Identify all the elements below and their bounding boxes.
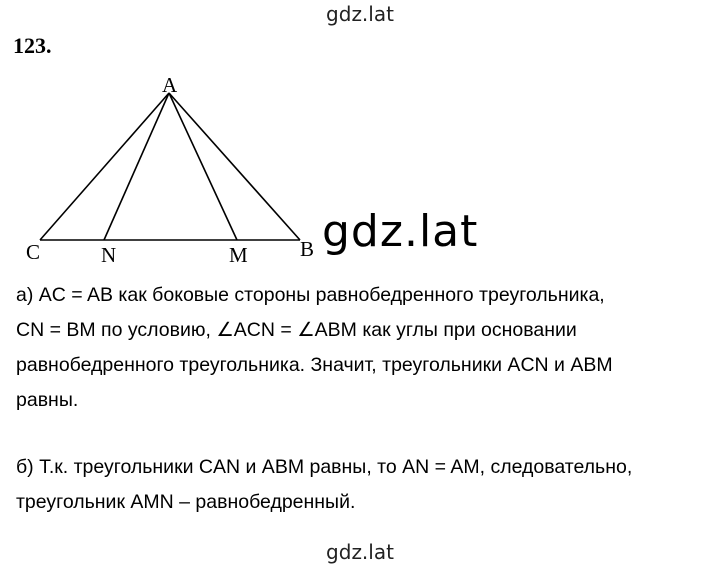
watermark-bottom: gdz.lat [326,540,394,564]
part-a-line-1: а) AC = AB как боковые стороны равнобедр… [16,284,605,306]
vertex-label-c: C [26,240,40,264]
watermark-middle: gdz.lat [322,206,479,257]
segment-AB [168,92,301,241]
solution-part-b: б) Т.к. треугольники CAN и ABM равны, то… [16,450,706,520]
vertex-label-b: B [300,237,314,261]
triangle-figure: A C N M B [26,73,314,267]
watermark-top: gdz.lat [326,2,394,26]
part-a-line-2: CN = BM по условию, ∠ACN = ∠ABM как углы… [16,319,577,341]
segment-AM [168,92,238,241]
segment-AN [103,92,170,241]
solution-part-a: а) AC = AB как боковые стороны равнобедр… [16,278,706,418]
part-b-line-1: б) Т.к. треугольники CAN и ABM равны, то… [16,456,633,478]
vertex-label-a: A [162,73,178,97]
problem-number: 123. [13,33,52,58]
part-b-line-2: треугольник AMN – равнобедренный. [16,491,356,513]
segment-AC [39,92,170,241]
point-label-n: N [101,243,116,267]
point-label-m: M [229,243,248,267]
part-a-line-4: равны. [16,389,79,411]
part-a-line-3: равнобедренного треугольника. Значит, тр… [16,354,613,376]
